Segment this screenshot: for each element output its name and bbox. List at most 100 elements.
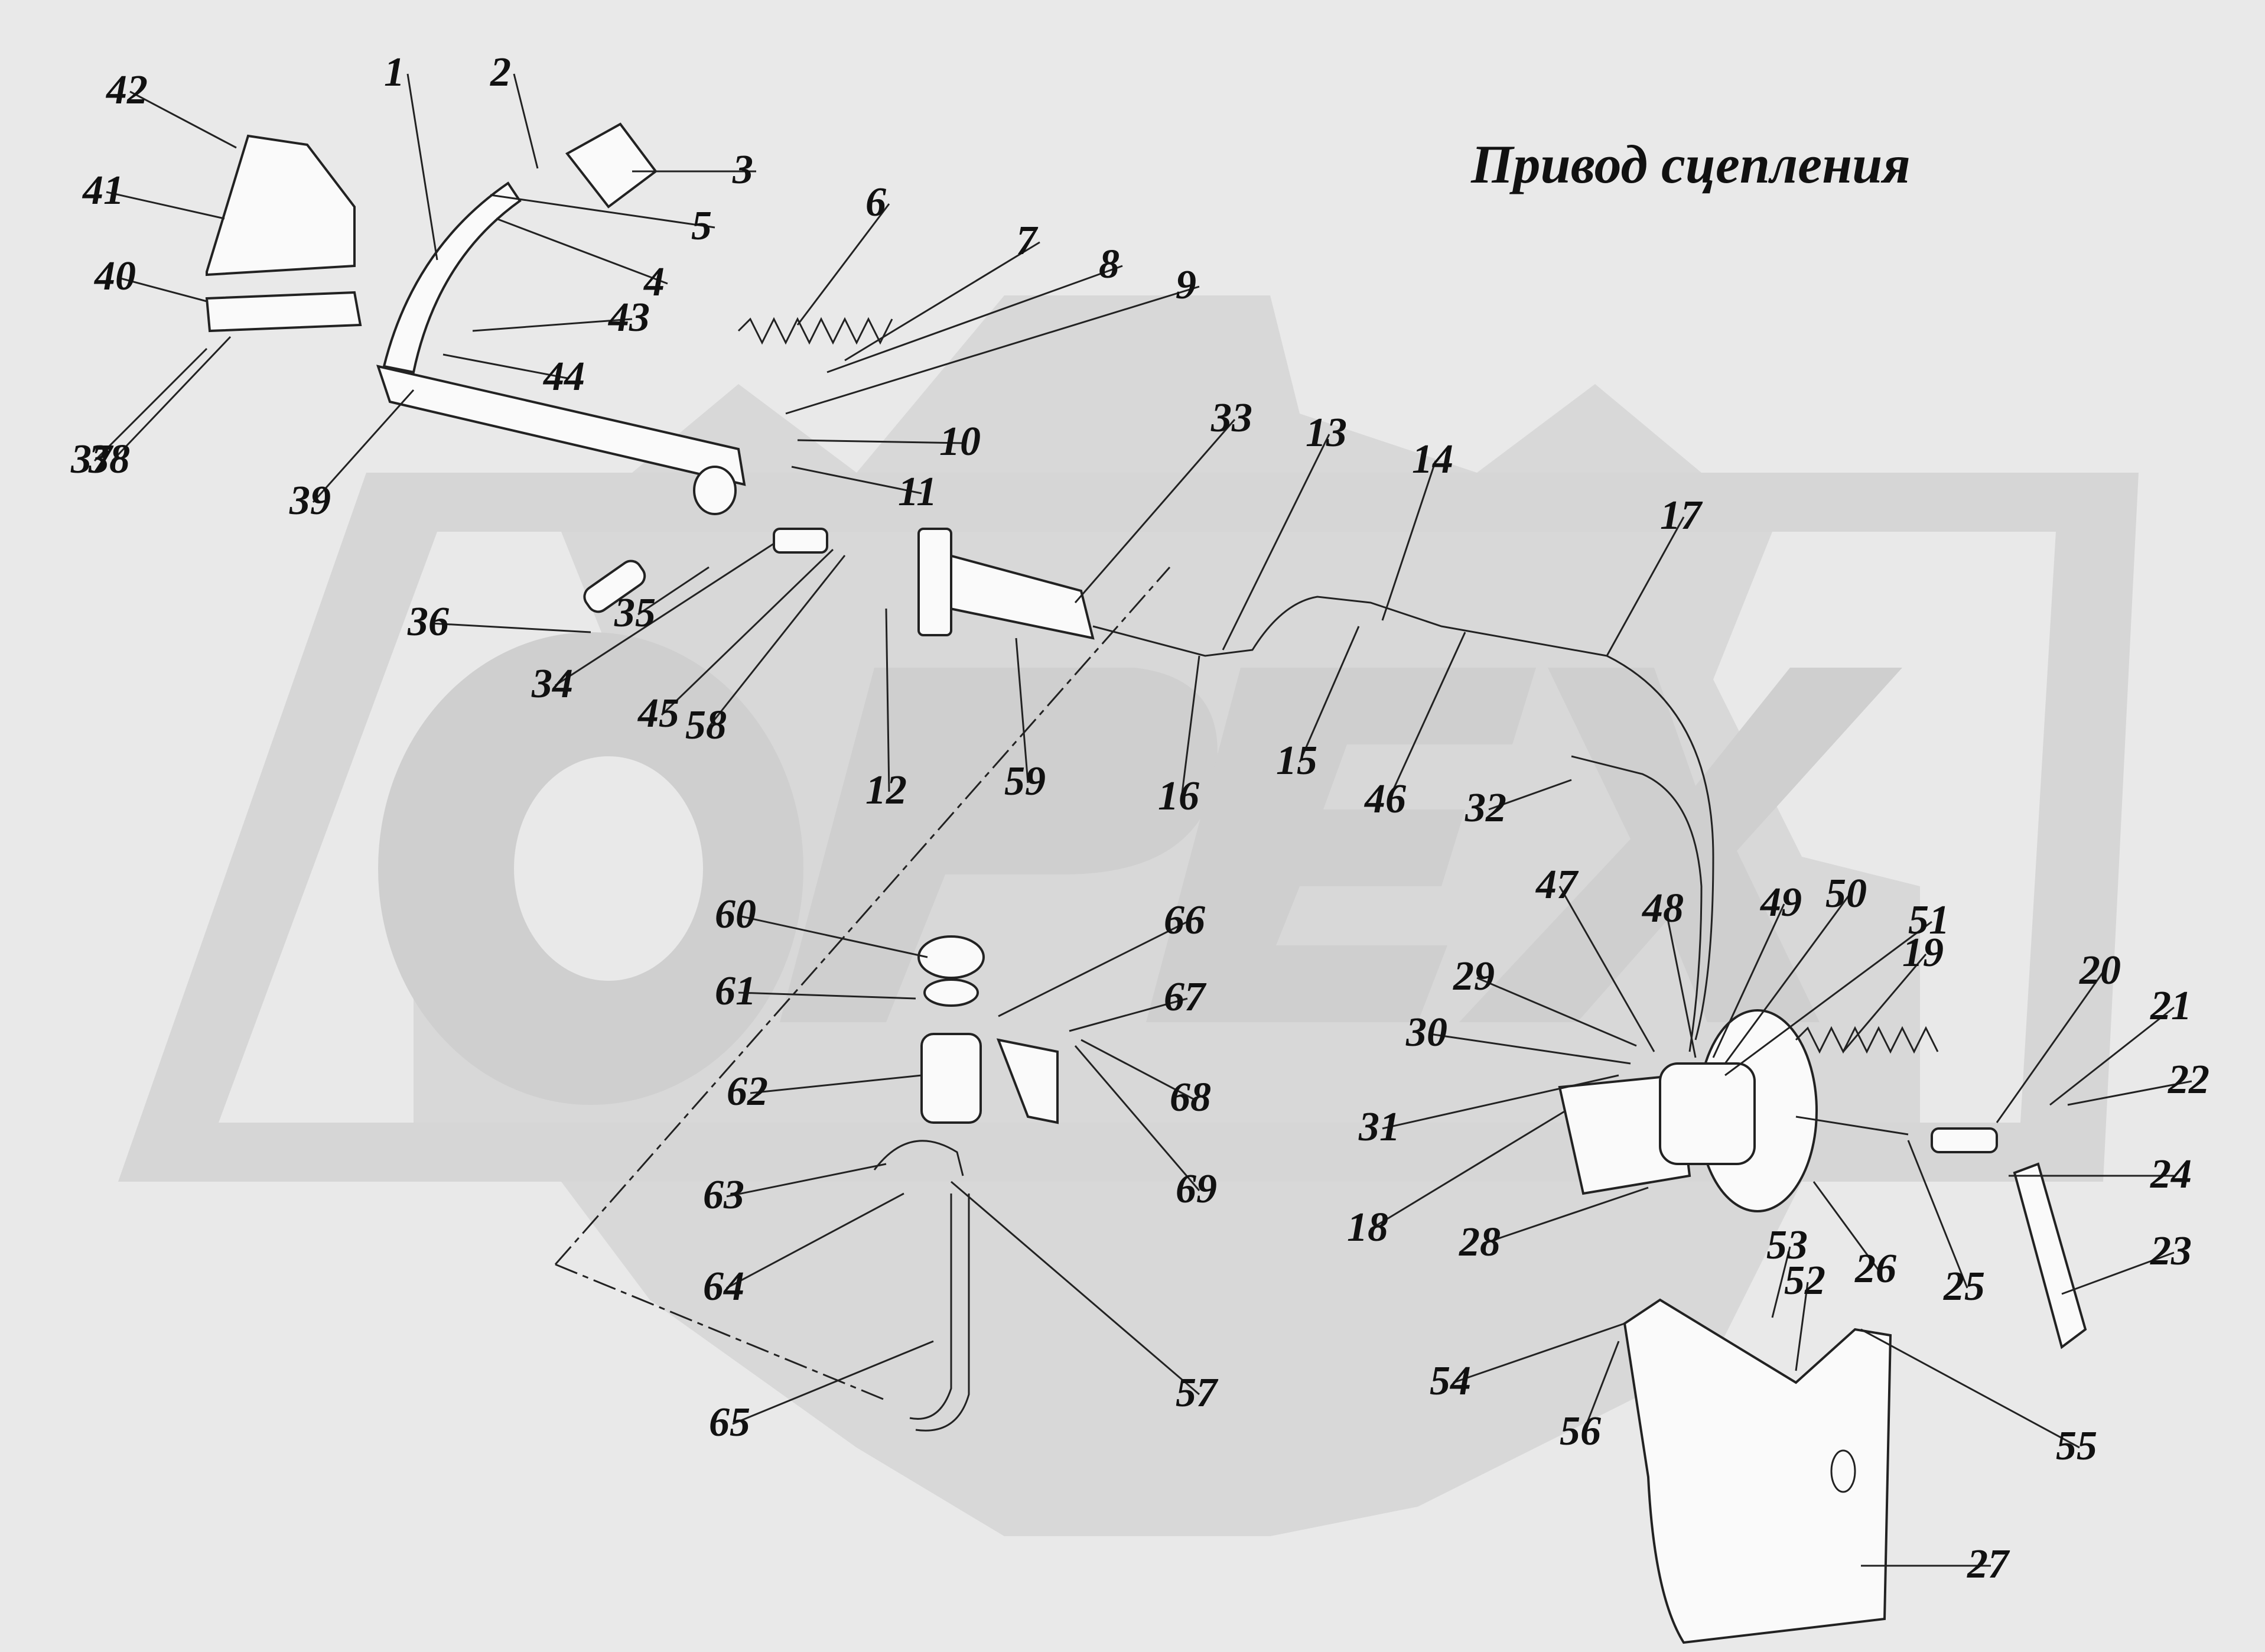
mounting-bracket-hole <box>1830 1449 1856 1493</box>
callout-26: 26 <box>1854 1246 1896 1292</box>
callout-3: 3 <box>732 147 753 193</box>
leader-line-63 <box>726 1163 887 1198</box>
leader-line-51 <box>1724 921 1932 1077</box>
callout-56: 56 <box>1560 1409 1601 1454</box>
callout-58: 58 <box>685 703 727 748</box>
callout-12: 12 <box>865 768 907 813</box>
leader-line-53 <box>1771 1246 1791 1318</box>
leader-line-8 <box>826 265 1123 373</box>
leader-line-39 <box>312 389 415 503</box>
master-cylinder-flange <box>917 528 952 636</box>
leader-line-61 <box>738 991 916 1000</box>
leader-line-28 <box>1482 1186 1649 1245</box>
leader-line-66 <box>998 921 1188 1017</box>
slave-cylinder-body <box>1558 1074 1691 1195</box>
leader-line-14 <box>1381 460 1437 621</box>
leader-line-37 <box>93 347 208 462</box>
leader-line-6 <box>796 203 890 326</box>
pedal-arm <box>382 181 522 374</box>
callout-40: 40 <box>93 253 136 299</box>
clevis-lever <box>1931 1127 1998 1153</box>
leader-line-25 <box>1907 1140 1968 1289</box>
callout-63: 63 <box>703 1172 744 1218</box>
callout-18: 18 <box>1347 1205 1388 1250</box>
leader-line-65 <box>732 1340 934 1425</box>
leader-line-52 <box>1795 1282 1809 1371</box>
callout-62: 62 <box>727 1069 768 1114</box>
leader-line-20 <box>1996 971 2104 1123</box>
leader-line-5 <box>490 194 715 229</box>
callout-25: 25 <box>1943 1264 1985 1309</box>
callout-22: 22 <box>2168 1057 2209 1103</box>
page-title: Привод сцепления <box>1471 134 1911 194</box>
leader-line-56 <box>1582 1341 1620 1433</box>
leader-line-23 <box>2061 1251 2175 1295</box>
leader-line-57 <box>951 1181 1200 1396</box>
leader-line-64 <box>726 1192 904 1289</box>
leader-line-30 <box>1429 1033 1631 1065</box>
callout-57: 57 <box>1176 1370 1219 1416</box>
callout-49: 49 <box>1759 880 1802 925</box>
callout-21: 21 <box>2150 983 2192 1029</box>
callout-17: 17 <box>1660 493 1703 538</box>
callout-48: 48 <box>1641 886 1684 931</box>
pedal-pad <box>565 122 658 209</box>
callout-4: 4 <box>643 259 665 305</box>
callout-35: 35 <box>614 590 656 636</box>
callout-23: 23 <box>2150 1228 2192 1274</box>
callout-28: 28 <box>1459 1220 1501 1265</box>
callout-50: 50 <box>1825 871 1867 916</box>
leader-line-2 <box>513 73 539 169</box>
callout-47: 47 <box>1535 862 1579 908</box>
leader-line-7 <box>844 241 1040 362</box>
callout-64: 64 <box>703 1264 744 1309</box>
leader-line-49 <box>1712 903 1785 1058</box>
leader-line-36 <box>431 622 591 633</box>
callout-45: 45 <box>637 691 679 736</box>
leader-line-44 <box>442 353 568 379</box>
slave-pushrod <box>1795 1116 1909 1136</box>
leader-lines <box>93 73 2192 1567</box>
leader-line-17 <box>1606 516 1685 656</box>
callout-31: 31 <box>1358 1104 1400 1150</box>
leader-line-9 <box>785 285 1200 415</box>
leader-line-50 <box>1724 895 1850 1064</box>
leader-line-67 <box>1069 997 1188 1032</box>
leader-line-42 <box>129 90 237 149</box>
reservoir-clamp <box>873 1140 964 1176</box>
callout-19: 19 <box>1902 930 1944 975</box>
callout-14: 14 <box>1412 437 1453 482</box>
callout-42: 42 <box>105 67 148 113</box>
leader-line-19 <box>1842 954 1927 1052</box>
leader-line-58 <box>708 555 846 727</box>
clevis-pin <box>583 560 646 613</box>
pedal-bracket-plate <box>205 291 362 333</box>
callout-37: 37 <box>70 437 114 482</box>
callout-51: 51 <box>1908 897 1950 943</box>
leader-line-40 <box>118 277 207 303</box>
callout-33: 33 <box>1210 395 1252 441</box>
leader-line-43 <box>472 318 633 332</box>
leader-line-47 <box>1558 886 1655 1052</box>
leader-line-29 <box>1476 977 1637 1047</box>
leader-line-21 <box>2049 1006 2175 1106</box>
watermark-letter-x <box>1459 668 1902 1022</box>
watermark <box>118 295 2139 1536</box>
callout-27: 27 <box>1967 1542 2010 1587</box>
leader-line-55 <box>1860 1328 2080 1449</box>
leader-line-22 <box>2067 1080 2192 1106</box>
leader-line-32 <box>1488 779 1572 811</box>
leader-line-31 <box>1382 1074 1619 1130</box>
callout-8: 8 <box>1099 242 1120 287</box>
leader-line-45 <box>660 548 834 716</box>
callout-66: 66 <box>1164 897 1205 943</box>
leader-line-26 <box>1812 1181 1880 1271</box>
hydraulic-line <box>1092 596 1714 1040</box>
leader-line-62 <box>750 1074 922 1094</box>
reference-dashed-line <box>554 567 1171 1401</box>
watermark-letter-o-hole <box>514 756 703 981</box>
leader-line-60 <box>738 915 928 958</box>
reservoir-bracket <box>996 1038 1059 1124</box>
leader-line-59 <box>1015 638 1029 783</box>
